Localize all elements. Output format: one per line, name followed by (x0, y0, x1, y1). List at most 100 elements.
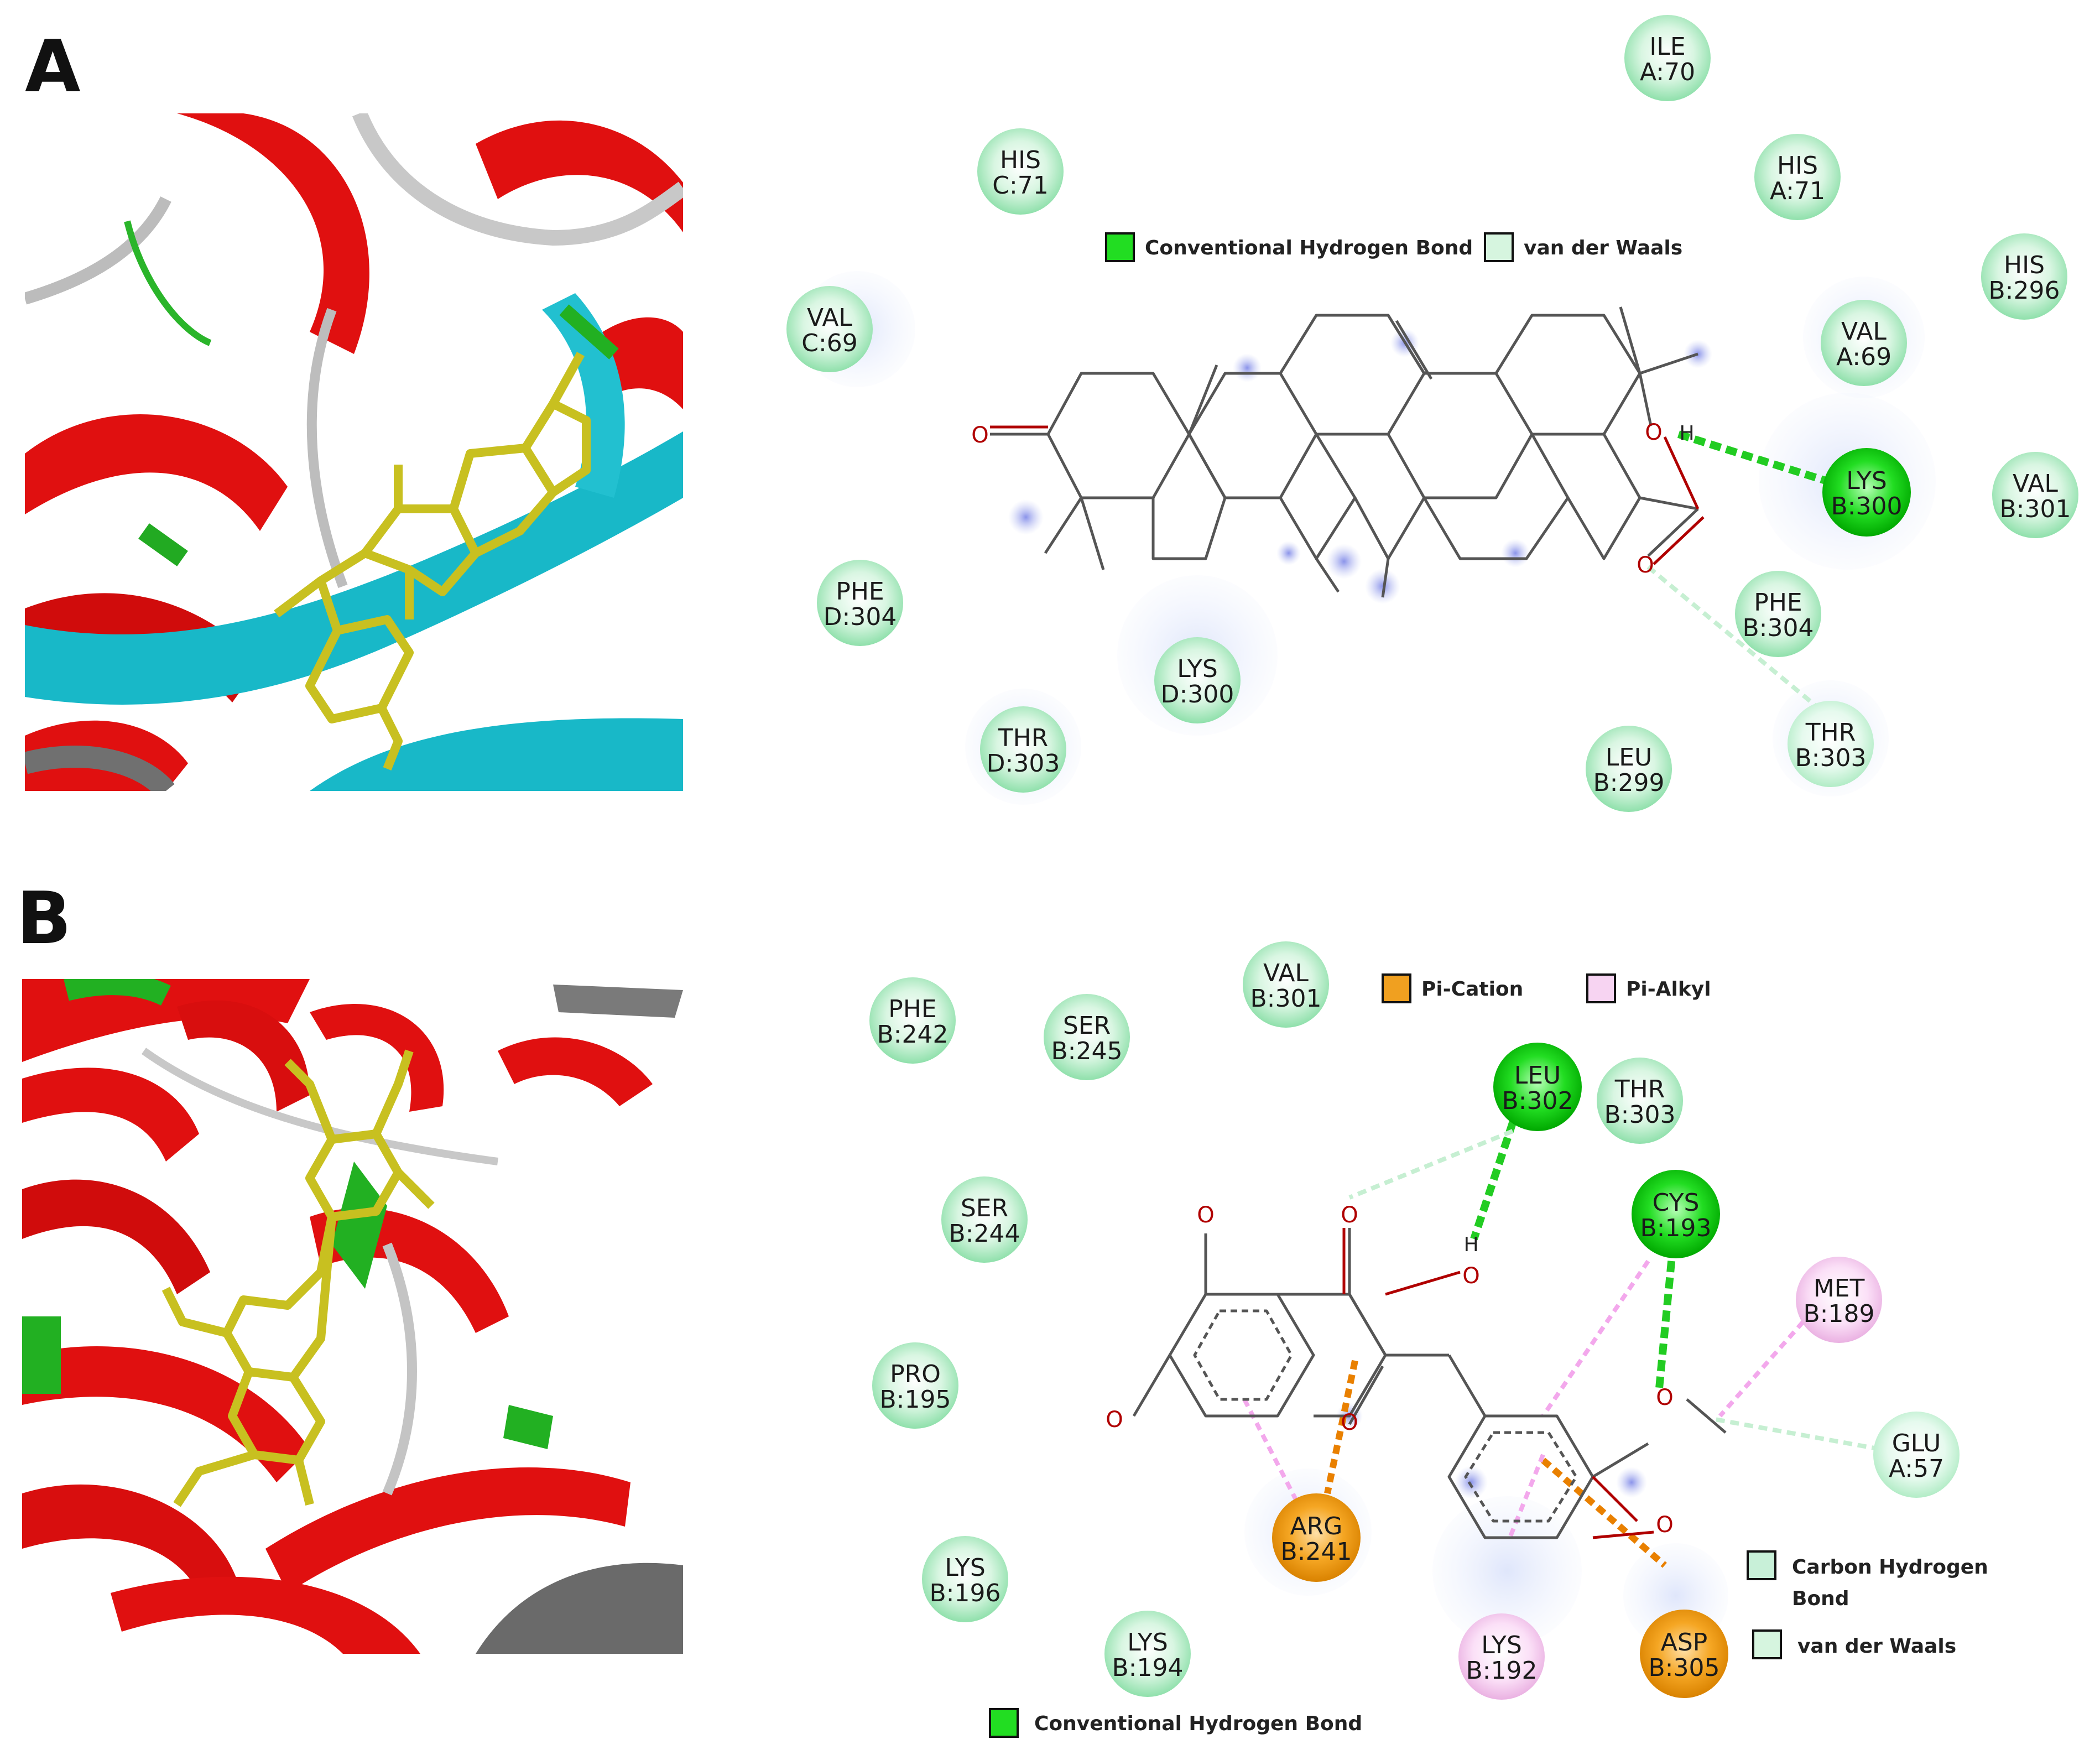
svg-text:THR: THR (1805, 718, 1856, 747)
residue-val-b301: VAL B:301 (1992, 452, 2078, 538)
residue-thr-b303: THR B:303 (1597, 1058, 1683, 1144)
svg-text:ILE: ILE (1649, 33, 1685, 61)
svg-text:C:71: C:71 (992, 171, 1049, 200)
residue-arg-b241: ARG B:241 (1272, 1493, 1361, 1582)
svg-text:ARG: ARG (1290, 1512, 1343, 1540)
svg-text:B:305: B:305 (1649, 1654, 1720, 1682)
legend-label-vdw: van der Waals (1524, 237, 1682, 259)
svg-text:LYS: LYS (1481, 1631, 1521, 1659)
legend-swatch-pialkyl (1586, 973, 1616, 1003)
residue-leu-b302: LEU B:302 (1493, 1043, 1582, 1131)
svg-text:A:70: A:70 (1640, 58, 1695, 86)
svg-text:LEU: LEU (1606, 743, 1653, 772)
svg-text:B:304: B:304 (1743, 614, 1814, 642)
ligand-a-hetero-bonds (990, 425, 1705, 565)
svg-text:B:301: B:301 (1250, 985, 1322, 1013)
legend-swatch-hbond (1105, 232, 1135, 262)
svg-text:SER: SER (961, 1194, 1008, 1222)
panel-b-letter: B (17, 876, 71, 960)
halo (1432, 1496, 1582, 1646)
svg-text:ASP: ASP (1661, 1628, 1708, 1657)
legend-label-chb-line1: Carbon Hydrogen (1792, 1556, 1988, 1579)
residue-asp-b305: ASP B:305 (1640, 1610, 1728, 1698)
svg-text:B:301: B:301 (2000, 495, 2071, 523)
residue-leu-b299: LEU B:299 (1586, 726, 1672, 812)
residue-lys-b196: LYS B:196 (922, 1536, 1008, 1622)
svg-text:HIS: HIS (1777, 152, 1818, 180)
svg-text:B:193: B:193 (1640, 1214, 1712, 1242)
hbond-line-lys-b300 (1677, 430, 1838, 488)
svg-text:D:303: D:303 (987, 749, 1060, 778)
svg-text:LYS: LYS (1177, 655, 1217, 683)
atom-o-hydroxyl: O (1645, 420, 1662, 445)
panel-b-3d-structure (22, 979, 683, 1654)
svg-text:B:195: B:195 (880, 1386, 951, 1414)
svg-text:B:241: B:241 (1281, 1538, 1352, 1566)
svg-text:PHE: PHE (1754, 589, 1802, 617)
residue-lys-b194: LYS B:194 (1104, 1611, 1191, 1697)
residue-his-b296: HIS B:296 (1981, 233, 2067, 320)
svg-text:LYS: LYS (1846, 467, 1887, 495)
atom-o-7-hydroxyl: O (1106, 1407, 1123, 1433)
svg-text:B:302: B:302 (1502, 1087, 1573, 1115)
svg-text:LYS: LYS (1127, 1628, 1168, 1657)
residue-ser-b244: SER B:244 (941, 1176, 1028, 1263)
legend-label-pialkyl: Pi-Alkyl (1626, 978, 1711, 1001)
svg-text:VAL: VAL (1841, 317, 1887, 346)
residue-cys-b193: CYS B:193 (1632, 1170, 1720, 1258)
residue-his-c71: HIS C:71 (977, 128, 1064, 215)
residue-ile-a70: ILE A:70 (1624, 15, 1711, 101)
svg-text:B:189: B:189 (1804, 1300, 1875, 1328)
residue-phe-b242: PHE B:242 (869, 977, 956, 1064)
panel-b-legend: Pi-Cation Pi-Alkyl Carbon Hydrogen Bond … (989, 973, 1988, 1738)
legend-label-hbond: Conventional Hydrogen Bond (1145, 237, 1473, 259)
residue-thr-d303: THR D:303 (980, 706, 1066, 793)
legend-swatch-vdw (1752, 1629, 1782, 1659)
svg-text:CYS: CYS (1653, 1189, 1700, 1217)
residue-glu-a57: GLU A:57 (1873, 1412, 1960, 1498)
svg-text:B:196: B:196 (930, 1579, 1001, 1607)
svg-text:THR: THR (1614, 1075, 1665, 1103)
residue-lys-d300: LYS D:300 (1154, 637, 1241, 723)
svg-text:A:57: A:57 (1889, 1455, 1944, 1483)
panel-a-legend: Conventional Hydrogen Bond van der Waals (1105, 232, 1682, 262)
svg-text:VAL: VAL (807, 304, 852, 332)
svg-text:B:300: B:300 (1831, 492, 1903, 520)
residue-thr-b303: THR B:303 (1788, 701, 1874, 787)
atom-o-carbonyl: O (1341, 1202, 1358, 1228)
atom-o-3-hydroxyl: O (1462, 1263, 1479, 1289)
panel-a-3d-structure (25, 113, 683, 791)
legend-swatch-hbond (989, 1708, 1019, 1738)
legend-swatch-pication (1382, 973, 1411, 1003)
residue-val-c69: VAL C:69 (786, 286, 873, 372)
atom-o-ring: O (1341, 1410, 1358, 1435)
svg-text:VAL: VAL (1263, 959, 1309, 987)
svg-text:D:300: D:300 (1161, 680, 1234, 709)
panel-b-interaction-diagram: Pi-Cation Pi-Alkyl Carbon Hydrogen Bond … (869, 941, 1988, 1738)
residue-his-a71: HIS A:71 (1754, 134, 1841, 220)
atom-o-5-hydroxyl: O (1197, 1202, 1214, 1228)
svg-text:VAL: VAL (2013, 470, 2058, 498)
svg-text:GLU: GLU (1892, 1429, 1941, 1457)
svg-text:B:303: B:303 (1795, 744, 1867, 772)
residue-ser-b245: SER B:245 (1044, 994, 1130, 1080)
svg-text:D:304: D:304 (824, 603, 897, 631)
svg-text:A:69: A:69 (1836, 343, 1891, 371)
legend-label-vdw: van der Waals (1797, 1635, 1956, 1658)
residue-lys-b192: LYS B:192 (1458, 1613, 1545, 1700)
svg-text:B:192: B:192 (1466, 1657, 1538, 1685)
svg-text:B:244: B:244 (949, 1220, 1020, 1248)
svg-text:B:296: B:296 (1989, 277, 2060, 305)
svg-text:LEU: LEU (1514, 1061, 1561, 1090)
atom-h-3-hydroxyl: H (1463, 1233, 1478, 1256)
ligand-a-exposure-dots (1008, 329, 1712, 604)
legend-label-pication: Pi-Cation (1421, 978, 1523, 1001)
svg-text:MET: MET (1814, 1274, 1865, 1303)
atom-o-carbonyl: O (1637, 553, 1654, 578)
legend-label-chb-line2: Bond (1792, 1587, 1849, 1610)
residue-met-b189: MET B:189 (1796, 1257, 1882, 1343)
atom-o-ketone: O (971, 423, 988, 448)
ligand-a-skeleton (1044, 306, 1698, 598)
residue-pro-b195: PRO B:195 (872, 1342, 958, 1429)
svg-text:LYS: LYS (945, 1554, 985, 1582)
